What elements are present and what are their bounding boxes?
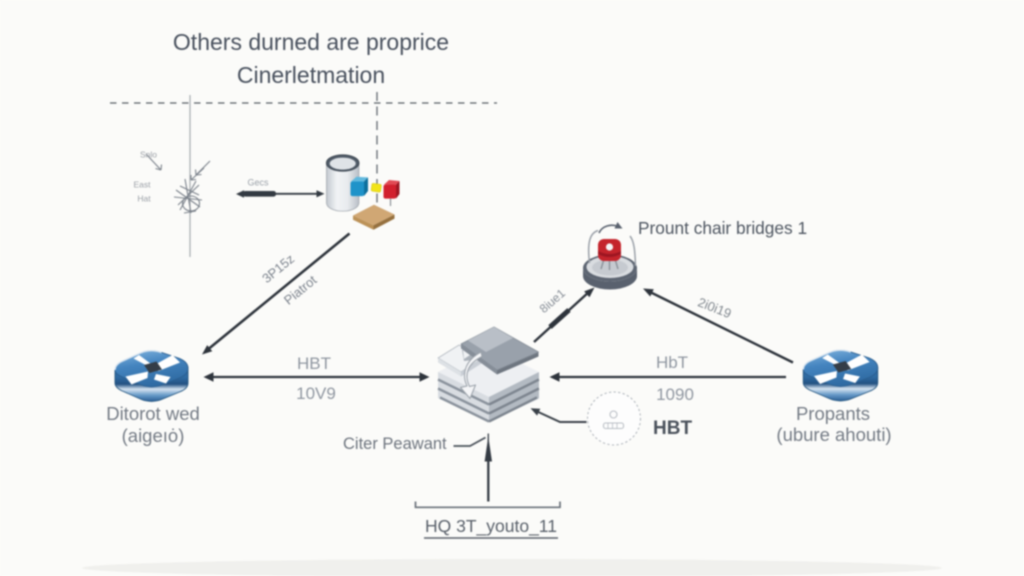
- svg-text:Propants: Propants: [796, 403, 870, 424]
- svg-text:HQ 3T_youto_11: HQ 3T_youto_11: [425, 516, 557, 537]
- svg-text:Hat: Hat: [137, 194, 151, 204]
- svg-text:Cinerletmation: Cinerletmation: [237, 62, 385, 88]
- svg-text:Citer Peawant: Citer Peawant: [343, 435, 447, 453]
- svg-text:HBT: HBT: [653, 418, 692, 439]
- svg-text:Others durned are proprice: Others durned are proprice: [173, 29, 449, 55]
- svg-text:(aigeıȯ): (aigeıȯ): [122, 425, 185, 446]
- svg-text:Gecs: Gecs: [247, 178, 269, 188]
- svg-text:(ubure ahouti): (ubure ahouti): [776, 424, 891, 445]
- svg-text:HBT: HBT: [297, 354, 331, 373]
- svg-text:1090: 1090: [656, 385, 694, 404]
- svg-text:Prount chair bridges 1: Prount chair bridges 1: [638, 218, 807, 238]
- svg-text:10V9: 10V9: [296, 384, 336, 403]
- svg-text:Ditorot wed: Ditorot wed: [106, 403, 200, 424]
- svg-text:HbT: HbT: [656, 353, 688, 372]
- svg-text:East: East: [133, 180, 151, 190]
- svg-text:Snlo: Snlo: [140, 150, 157, 160]
